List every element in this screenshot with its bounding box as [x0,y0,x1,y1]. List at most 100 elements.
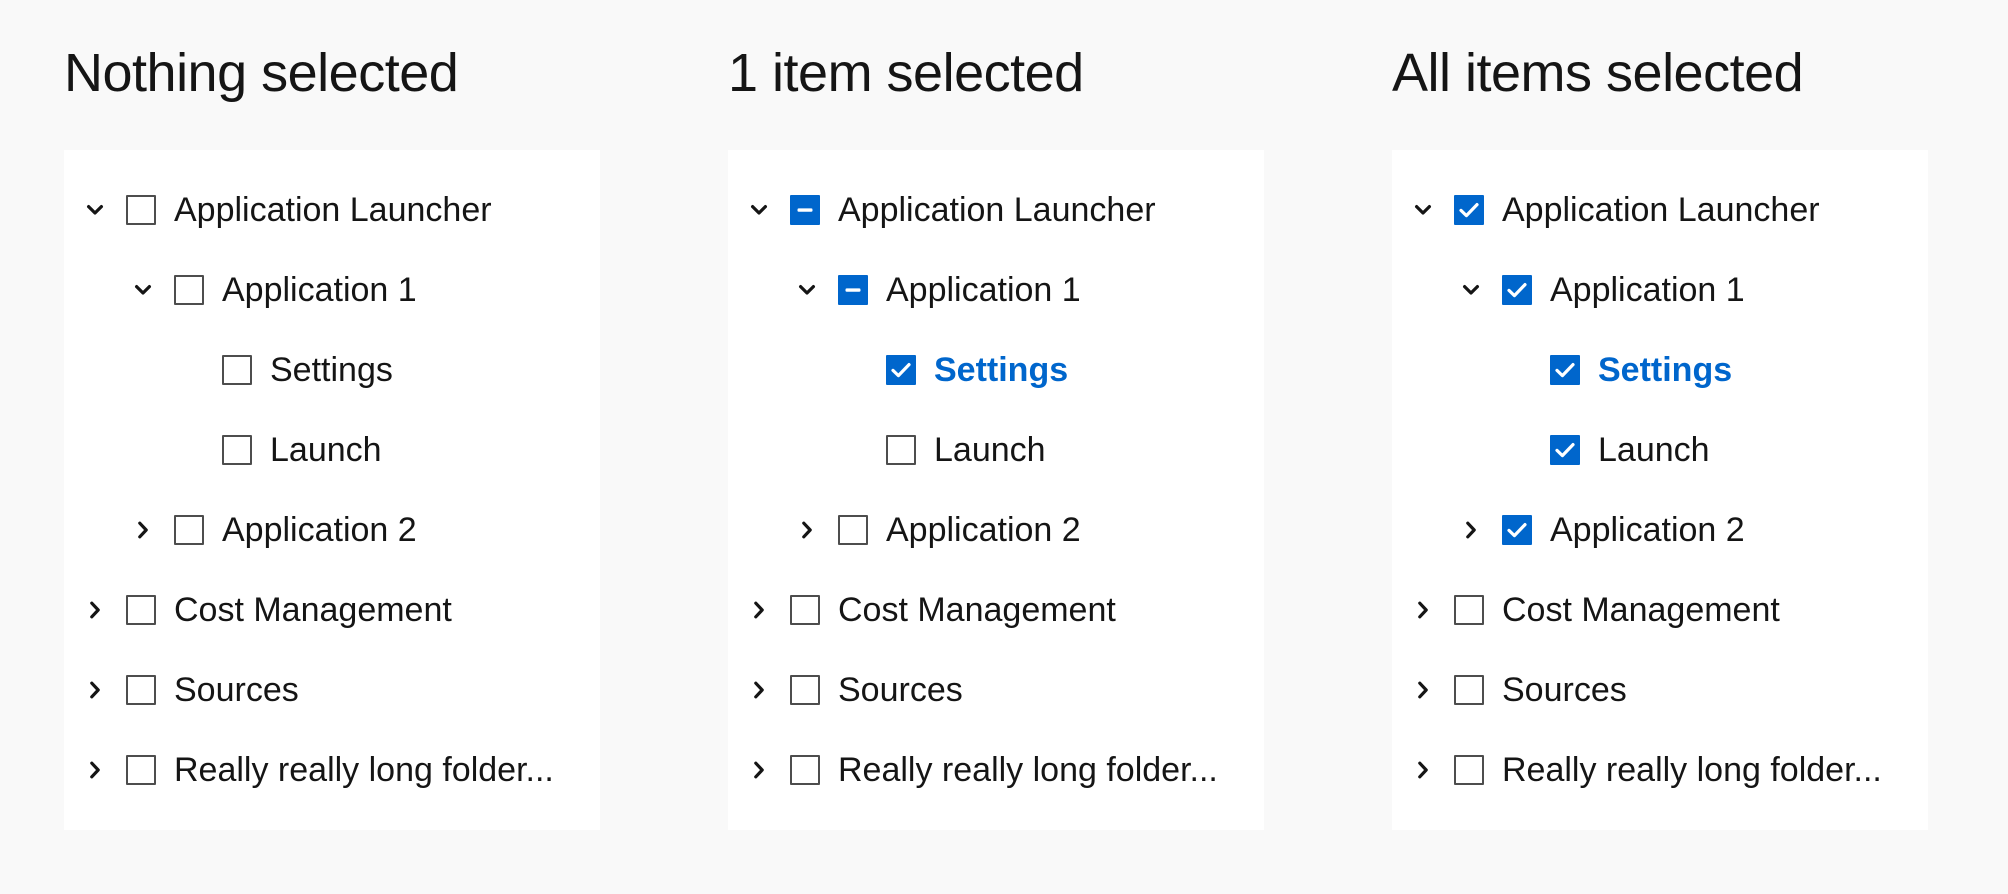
row-checkbox[interactable] [1550,434,1580,465]
row-checkbox[interactable] [1502,514,1532,545]
row-checkbox[interactable] [126,754,156,785]
row-checkbox[interactable] [838,274,868,305]
row-label: Application 1 [1550,270,1745,309]
chevron-right-icon[interactable] [790,513,824,547]
row-checkbox[interactable] [790,594,820,625]
chevron-right-icon[interactable] [1406,673,1440,707]
row-checkbox[interactable] [126,674,156,705]
row-checkbox[interactable] [1454,194,1484,225]
row-label: Application 1 [886,270,1081,309]
row-label: Launch [270,430,382,469]
row-label: Really really long folder... [174,750,554,789]
row-label: Really really long folder... [1502,750,1882,789]
chevron-right-icon[interactable] [78,673,112,707]
row-label: Application 2 [222,510,417,549]
toggle-spacer [838,433,872,467]
tree-row[interactable]: Launch [1392,410,1928,490]
chevron-right-icon[interactable] [1406,753,1440,787]
tree-row[interactable]: Really really long folder... [64,730,600,810]
chevron-down-icon[interactable] [742,193,776,227]
tree-row[interactable]: Settings [64,330,600,410]
row-label: Settings [1598,350,1733,389]
chevron-down-icon[interactable] [1454,273,1488,307]
tree-row[interactable]: Application 1 [728,250,1264,330]
tree-row[interactable]: Really really long folder... [1392,730,1928,810]
tree-row[interactable]: Application 1 [1392,250,1928,330]
row-checkbox[interactable] [126,194,156,225]
row-label: Application Launcher [174,190,492,229]
row-label: Application 2 [886,510,1081,549]
row-checkbox[interactable] [1550,354,1580,385]
chevron-right-icon[interactable] [78,753,112,787]
tree-row[interactable]: Application 2 [728,490,1264,570]
tree-row[interactable]: Sources [728,650,1264,730]
chevron-right-icon[interactable] [742,753,776,787]
row-label: Sources [838,670,963,709]
row-checkbox[interactable] [790,194,820,225]
row-label: Launch [1598,430,1710,469]
tree-row[interactable]: Application 1 [64,250,600,330]
chevron-down-icon[interactable] [78,193,112,227]
row-label: Application 2 [1550,510,1745,549]
tree-row[interactable]: Application 2 [64,490,600,570]
toggle-spacer [1502,433,1536,467]
panel-title: Nothing selected [64,43,459,103]
row-label: Cost Management [174,590,452,629]
row-label: Sources [174,670,299,709]
tree-row[interactable]: Really really long folder... [728,730,1264,810]
row-checkbox[interactable] [790,674,820,705]
tree-row[interactable]: Application Launcher [1392,170,1928,250]
tree-row[interactable]: Settings [1392,330,1928,410]
tree-row[interactable]: Application 2 [1392,490,1928,570]
row-label: Settings [934,350,1069,389]
chevron-right-icon[interactable] [1406,593,1440,627]
row-checkbox[interactable] [174,274,204,305]
chevron-down-icon[interactable] [126,273,160,307]
row-label: Cost Management [838,590,1116,629]
tree-row[interactable]: Sources [64,650,600,730]
chevron-right-icon[interactable] [78,593,112,627]
tree-row[interactable]: Cost Management [1392,570,1928,650]
toggle-spacer [1502,353,1536,387]
row-checkbox[interactable] [222,434,252,465]
chevron-right-icon[interactable] [742,593,776,627]
row-checkbox[interactable] [886,434,916,465]
row-checkbox[interactable] [1454,594,1484,625]
row-checkbox[interactable] [886,354,916,385]
chevron-right-icon[interactable] [126,513,160,547]
row-checkbox[interactable] [1454,674,1484,705]
row-label: Launch [934,430,1046,469]
panel-title: 1 item selected [728,43,1084,103]
row-checkbox[interactable] [1502,274,1532,305]
tree-row[interactable]: Launch [64,410,600,490]
tree-row[interactable]: Cost Management [64,570,600,650]
row-checkbox[interactable] [174,514,204,545]
row-checkbox[interactable] [1454,754,1484,785]
row-label: Cost Management [1502,590,1780,629]
tree-row[interactable]: Cost Management [728,570,1264,650]
row-checkbox[interactable] [126,594,156,625]
row-checkbox[interactable] [790,754,820,785]
tree-row[interactable]: Launch [728,410,1264,490]
panel-title: All items selected [1392,43,1804,103]
tree-row[interactable]: Application Launcher [728,170,1264,250]
toggle-spacer [174,353,208,387]
row-checkbox[interactable] [838,514,868,545]
tree-row[interactable]: Sources [1392,650,1928,730]
tree-row[interactable]: Settings [728,330,1264,410]
tree-row[interactable]: Application Launcher [64,170,600,250]
row-checkbox[interactable] [222,354,252,385]
row-label: Really really long folder... [838,750,1218,789]
chevron-right-icon[interactable] [742,673,776,707]
chevron-down-icon[interactable] [1406,193,1440,227]
chevron-down-icon[interactable] [790,273,824,307]
row-label: Sources [1502,670,1627,709]
row-label: Application 1 [222,270,417,309]
chevron-right-icon[interactable] [1454,513,1488,547]
